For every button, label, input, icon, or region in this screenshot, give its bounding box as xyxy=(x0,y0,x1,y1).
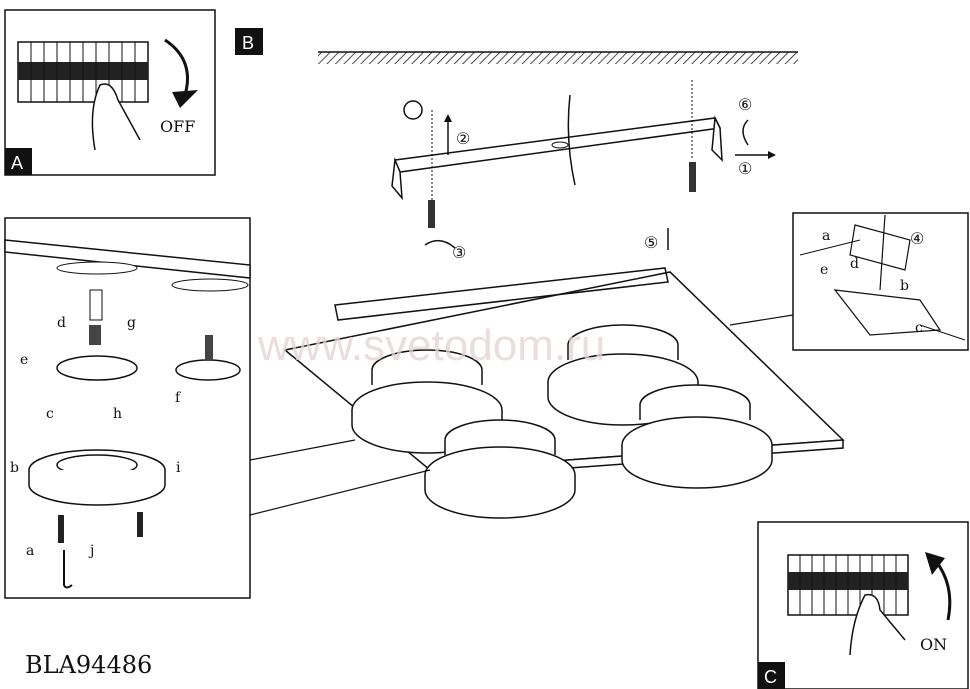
ceiling-hatch xyxy=(318,52,798,64)
step-2: ② xyxy=(456,129,470,148)
detail-letter-i: i xyxy=(176,460,181,476)
wiring-letter-d: d xyxy=(850,256,859,272)
panel-c-switch-on: ON C xyxy=(757,521,969,689)
wiring-letter-e: e xyxy=(820,262,828,278)
step-3: ③ xyxy=(452,243,466,262)
watermark: www.svetodom.ru xyxy=(257,321,605,370)
step-5: ⑤ xyxy=(644,233,658,252)
detail-letter-h: h xyxy=(113,406,122,422)
step-1: ① xyxy=(738,159,752,178)
switch-on-arrow-icon xyxy=(933,559,952,621)
panel-b-label: B xyxy=(242,33,254,53)
wiring-letter-a: a xyxy=(822,228,830,244)
screw-icon xyxy=(428,200,435,228)
detail-letter-e: e xyxy=(20,352,28,368)
detail-letter-c: c xyxy=(46,406,54,422)
anchor-icon xyxy=(403,100,423,120)
panel-c-label: C xyxy=(764,667,777,687)
detail-letter-j: j xyxy=(88,543,94,559)
panel-a-label: A xyxy=(11,153,23,173)
wiring-letter-c: c xyxy=(915,320,923,336)
detail-letter-f: f xyxy=(175,390,182,406)
step-4: ④ xyxy=(910,229,924,248)
off-label: OFF xyxy=(160,117,195,136)
mounting-bracket xyxy=(391,80,776,249)
detail-letter-b: b xyxy=(10,460,19,476)
light-disc xyxy=(424,419,576,519)
model-code: BLA94486 xyxy=(25,651,152,679)
detail-letter-g: g xyxy=(127,315,136,331)
panel-a-switch-off: OFF A xyxy=(4,9,216,176)
ceiling-lamp xyxy=(283,267,845,519)
light-disc xyxy=(621,384,773,489)
wiring-detail-panel: a b c d e ④ xyxy=(792,212,969,351)
screw-icon xyxy=(689,162,696,192)
on-label: ON xyxy=(920,635,947,654)
wiring-letter-b: b xyxy=(900,278,909,294)
step-6: ⑥ xyxy=(738,95,752,114)
detail-letter-a: a xyxy=(26,543,34,559)
circuit-breaker-icon xyxy=(17,41,149,151)
switch-off-arrow-icon xyxy=(164,38,189,96)
circuit-breaker-icon xyxy=(787,554,909,656)
detail-letter-d: d xyxy=(57,315,66,331)
disc-detail-panel: d g e f c h b i a j xyxy=(4,217,251,599)
